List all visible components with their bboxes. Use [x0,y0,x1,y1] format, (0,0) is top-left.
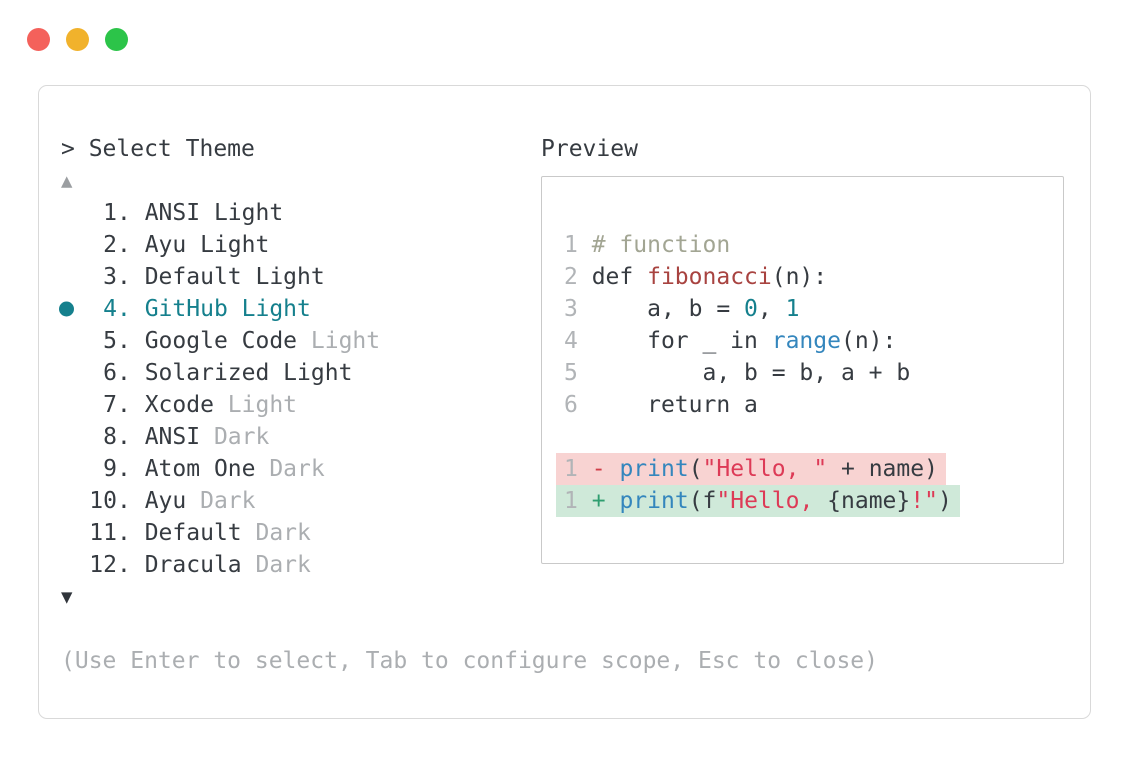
line-number: 4 [564,328,578,354]
scroll-down-icon[interactable]: ▼ [61,586,73,608]
theme-number: 12 [89,552,117,578]
theme-number: 1 [103,200,117,226]
theme-name: ANSI Light [144,200,284,226]
code-line: 2 def fibonacci(n): [564,264,828,290]
code-block: 1 # function 2 def fibonacci(n): 3 a, b = … [556,229,960,517]
theme-option[interactable]: 5. Google Code Light [61,325,878,357]
theme-option[interactable]: 7. Xcode Light [61,389,878,421]
line-number: 5 [564,360,578,386]
selection-marker [61,229,89,261]
blank-line [564,421,960,453]
code-line: 5 a, b = b, a + b [564,360,911,386]
theme-option[interactable]: 3. Default Light [61,261,878,293]
theme-number: 5 [103,328,117,354]
selection-marker [61,197,89,229]
theme-name: Solarized Light [144,360,353,386]
theme-number: 8 [103,424,117,450]
theme-name: Xcode [144,392,228,418]
theme-option[interactable]: 11. Default Dark [61,517,878,549]
theme-option[interactable]: 2. Ayu Light [61,229,878,261]
help-text: (Use Enter to select, Tab to configure s… [61,648,878,674]
diff-added-line: 1 + print(f"Hello, {name}!") [556,485,960,517]
selection-marker [61,389,89,421]
theme-name: GitHub Light [144,296,311,322]
traffic-lights [27,28,144,51]
preview-panel: 1 # function 2 def fibonacci(n): 3 a, b = … [541,176,1064,564]
theme-option[interactable]: 6. Solarized Light [61,357,878,389]
theme-name: ANSI [144,424,214,450]
theme-number: 9 [103,456,117,482]
selection-marker [61,485,89,517]
theme-name: Dark [269,456,325,482]
theme-option[interactable]: 8. ANSI Dark [61,421,878,453]
code-line: 1 # function [564,232,731,258]
theme-number: 7 [103,392,117,418]
theme-number: 10 [89,488,117,514]
theme-name: Dracula [144,552,256,578]
select-theme-prompt: > Select Theme [61,136,255,162]
line-number: 1 [564,488,578,514]
selection-marker [61,549,89,581]
theme-name: Light [227,392,298,418]
theme-name: Light [310,328,381,354]
code-line: 3 a, b = 0, 1 [564,296,800,322]
theme-name: Default [144,520,256,546]
selection-marker [59,293,89,325]
theme-number: 4 [103,296,117,322]
theme-option[interactable]: 4. GitHub Light [59,293,878,325]
theme-name: Atom One [144,456,270,482]
theme-name: Dark [255,520,311,546]
theme-name: Dark [213,424,270,450]
theme-option[interactable]: 12. Dracula Dark [61,549,878,581]
maximize-button[interactable] [105,28,128,51]
selection-marker [61,325,89,357]
theme-name: Ayu [144,488,201,514]
theme-number: 6 [103,360,117,386]
selection-marker [61,261,89,293]
theme-name: Google Code [144,328,311,354]
theme-number: 2 [103,232,117,258]
close-button[interactable] [27,28,50,51]
theme-option[interactable]: 10. Ayu Dark [61,485,878,517]
line-number: 1 [564,232,578,258]
diff-removed-line: 1 - print("Hello, " + name) [556,453,960,485]
selection-marker [61,357,89,389]
theme-name: Dark [200,488,256,514]
theme-option[interactable]: 1. ANSI Light [61,197,878,229]
minimize-button[interactable] [66,28,89,51]
theme-option[interactable]: 9. Atom One Dark [61,453,878,485]
spacer-row [61,613,878,645]
theme-name: Default Light [144,264,325,290]
preview-label: Preview [541,136,638,162]
theme-name: Dark [255,552,311,578]
scroll-up-icon[interactable]: ▲ [61,170,73,192]
selection-marker [61,421,89,453]
line-number: 3 [564,296,578,322]
line-number: 2 [564,264,578,290]
selected-bullet-icon [59,301,74,317]
code-line: 6 return a [564,392,758,418]
code-line: 4 for _ in range(n): [564,328,897,354]
selection-marker [61,517,89,549]
theme-number: 11 [89,520,117,546]
selection-marker [61,453,89,485]
line-number: 1 [564,456,578,482]
line-number: 6 [564,392,578,418]
theme-number: 3 [103,264,117,290]
theme-name: Ayu Light [144,232,270,258]
